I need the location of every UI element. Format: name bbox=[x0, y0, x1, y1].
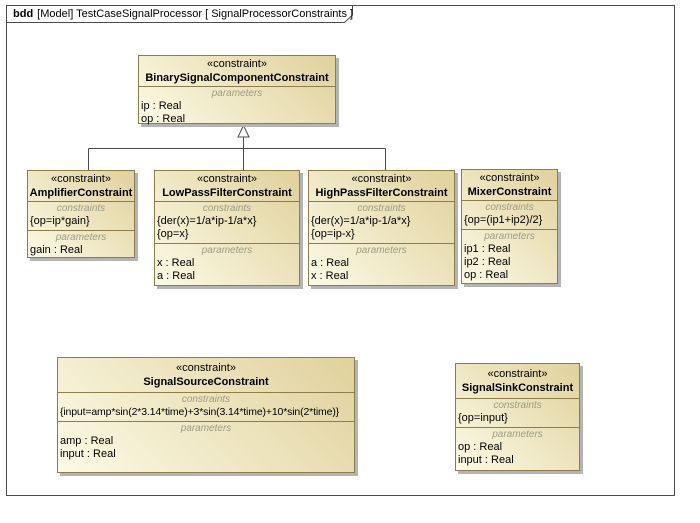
diagram-title: bdd[Model] TestCaseSignalProcessor [ Sig… bbox=[13, 6, 353, 22]
block-name: LowPassFilterConstraint bbox=[162, 187, 292, 199]
parameters-compartment-label: parameters bbox=[484, 231, 535, 242]
block-header: «constraint» LowPassFilterConstraint bbox=[155, 171, 299, 201]
constraints-compartment: constraints {der(x)=1/a*ip-1/a*x} {op=ip… bbox=[309, 201, 454, 243]
block-name: AmplifierConstraint bbox=[29, 187, 133, 199]
block-header: «constraint» HighPassFilterConstraint bbox=[309, 171, 454, 201]
parameter: input : Real bbox=[458, 454, 514, 466]
constraint-expression: {op=ip*gain} bbox=[30, 215, 90, 227]
constraint-expression: {input=amp*sin(2*3.14*time)+3*sin(3.14*t… bbox=[60, 406, 340, 418]
parameter: x : Real bbox=[311, 270, 349, 282]
parameters-compartment: parameters a : Real x : Real bbox=[309, 243, 454, 285]
diagram-tab: bdd[Model] TestCaseSignalProcessor [ Sig… bbox=[6, 5, 353, 23]
parameter: op : Real bbox=[141, 113, 186, 125]
block-header: «constraint» MixerConstraint bbox=[462, 170, 557, 200]
parameters-compartment-label: parameters bbox=[201, 245, 253, 256]
diagram-frame bbox=[6, 5, 675, 496]
block-header: «constraint» BinarySignalComponentConstr… bbox=[139, 56, 335, 86]
parameter: ip2 : Real bbox=[464, 256, 511, 268]
constraints-compartment-label: constraints bbox=[493, 400, 542, 411]
stereotype-label: «constraint» bbox=[487, 368, 548, 380]
parameter: input : Real bbox=[60, 448, 116, 460]
parameter: x : Real bbox=[157, 257, 195, 269]
parameters-compartment: parameters x : Real a : Real bbox=[155, 243, 299, 285]
block-name: MixerConstraint bbox=[467, 186, 552, 198]
constraint-block-signal-sink[interactable]: «constraint» SignalSinkConstraint constr… bbox=[455, 363, 580, 471]
parameters-compartment: parameters gain : Real bbox=[28, 230, 134, 259]
parameter: op : Real bbox=[458, 441, 503, 453]
block-name: BinarySignalComponentConstraint bbox=[145, 72, 329, 84]
block-header: «constraint» AmplifierConstraint bbox=[28, 171, 134, 201]
parameters-compartment: parameters ip : Real op : Real bbox=[139, 86, 335, 128]
block-name: HighPassFilterConstraint bbox=[315, 187, 448, 199]
constraint-expression: {op=input} bbox=[458, 412, 508, 424]
parameters-compartment: parameters op : Real input : Real bbox=[456, 427, 579, 470]
diagram-kind-keyword: bdd bbox=[13, 8, 34, 20]
constraint-expression: {op=(ip1+ip2)/2} bbox=[464, 214, 543, 226]
parameter: a : Real bbox=[157, 270, 195, 282]
constraints-compartment-label: constraints bbox=[202, 203, 252, 214]
parameters-compartment: parameters ip1 : Real ip2 : Real op : Re… bbox=[462, 229, 557, 284]
parameters-compartment-label: parameters bbox=[55, 232, 107, 243]
parameter: gain : Real bbox=[30, 244, 83, 256]
constraints-compartment-label: constraints bbox=[181, 394, 231, 405]
tab-outline bbox=[6, 5, 353, 23]
block-name: SignalSinkConstraint bbox=[461, 382, 574, 394]
parameter: ip1 : Real bbox=[464, 243, 511, 255]
constraints-compartment: constraints {op=input} bbox=[456, 398, 579, 427]
parameters-compartment-label: parameters bbox=[492, 429, 543, 440]
block-name: SignalSourceConstraint bbox=[143, 376, 269, 388]
stereotype-label: «constraint» bbox=[51, 173, 111, 185]
stereotype-label: «constraint» bbox=[197, 173, 257, 185]
constraint-block-signal-source[interactable]: «constraint» SignalSourceConstraint cons… bbox=[57, 357, 355, 473]
constraints-compartment: constraints {op=ip*gain} bbox=[28, 201, 134, 230]
constraints-compartment: constraints {der(x)=1/a*ip-1/a*x} {op=x} bbox=[155, 201, 299, 243]
constraints-compartment-label: constraints bbox=[56, 203, 106, 214]
block-header: «constraint» SignalSinkConstraint bbox=[456, 364, 579, 398]
constraint-block-mixer[interactable]: «constraint» MixerConstraint constraints… bbox=[461, 169, 558, 284]
constraint-block-low-pass-filter[interactable]: «constraint» LowPassFilterConstraint con… bbox=[154, 170, 300, 286]
constraint-block-amplifier[interactable]: «constraint» AmplifierConstraint constra… bbox=[27, 170, 135, 258]
constraints-compartment: constraints {input=amp*sin(2*3.14*time)+… bbox=[58, 392, 354, 421]
constraint-expression: {op=x} bbox=[157, 228, 189, 240]
parameter: ip : Real bbox=[141, 100, 182, 112]
constraint-expression: {der(x)=1/a*ip-1/a*x} bbox=[157, 215, 257, 227]
parameter: a : Real bbox=[311, 257, 349, 269]
constraints-compartment-label: constraints bbox=[485, 202, 534, 213]
parameter: amp : Real bbox=[60, 435, 114, 447]
constraints-compartment-label: constraints bbox=[357, 203, 406, 214]
stereotype-label: «constraint» bbox=[351, 173, 412, 185]
constraint-block-binary-signal-component[interactable]: «constraint» BinarySignalComponentConstr… bbox=[138, 55, 336, 125]
constraint-expression: {der(x)=1/a*ip-1/a*x} bbox=[311, 215, 411, 227]
diagram-title-text: [Model] TestCaseSignalProcessor [ Signal… bbox=[37, 8, 354, 20]
parameters-compartment-label: parameters bbox=[356, 245, 407, 256]
stereotype-label: «constraint» bbox=[207, 58, 267, 70]
parameters-compartment-label: parameters bbox=[211, 88, 263, 99]
block-header: «constraint» SignalSourceConstraint bbox=[58, 358, 354, 392]
stereotype-label: «constraint» bbox=[479, 172, 540, 184]
constraints-compartment: constraints {op=(ip1+ip2)/2} bbox=[462, 200, 557, 229]
parameters-compartment: parameters amp : Real input : Real bbox=[58, 421, 354, 472]
constraint-expression: {op=ip-x} bbox=[311, 228, 355, 240]
parameter: op : Real bbox=[464, 269, 509, 281]
parameters-compartment-label: parameters bbox=[180, 423, 232, 434]
constraint-block-high-pass-filter[interactable]: «constraint» HighPassFilterConstraint co… bbox=[308, 170, 455, 286]
stereotype-label: «constraint» bbox=[176, 362, 236, 374]
